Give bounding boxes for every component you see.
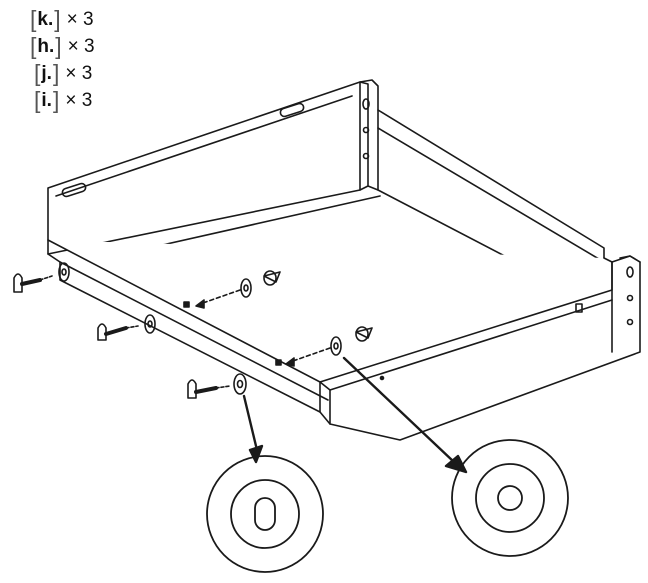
- part-quantity: × 3: [66, 8, 94, 30]
- part-letter: k.: [37, 8, 54, 30]
- part-letter: j.: [41, 62, 52, 84]
- part-row-j: [j.] × 3: [34, 60, 93, 86]
- part-quantity: × 3: [65, 89, 93, 111]
- thumb-screw-icon: [187, 373, 247, 399]
- part-row-h: [h.] × 3: [30, 33, 95, 59]
- thumb-screw-icon: [97, 314, 156, 341]
- wing-nut-icon: [285, 326, 373, 367]
- part-quantity: × 3: [65, 62, 93, 84]
- arrow-icon: [242, 356, 468, 474]
- part-row-i: [i.] × 3: [34, 87, 93, 113]
- part-letter: i.: [41, 89, 52, 111]
- magnified-washer-icon: [451, 439, 569, 557]
- part-quantity: × 3: [67, 35, 95, 57]
- thumb-screw-icon: [13, 262, 70, 293]
- magnified-washer-icon: [206, 455, 324, 573]
- wing-nut-icon: [195, 270, 281, 309]
- part-row-k: [k.] × 3: [30, 6, 94, 32]
- parts-list: [k.] × 3 [h.] × 3 [j.] × 3 [i.] × 3: [30, 6, 95, 114]
- tray-frame: [47, 79, 641, 441]
- part-letter: h.: [37, 35, 55, 57]
